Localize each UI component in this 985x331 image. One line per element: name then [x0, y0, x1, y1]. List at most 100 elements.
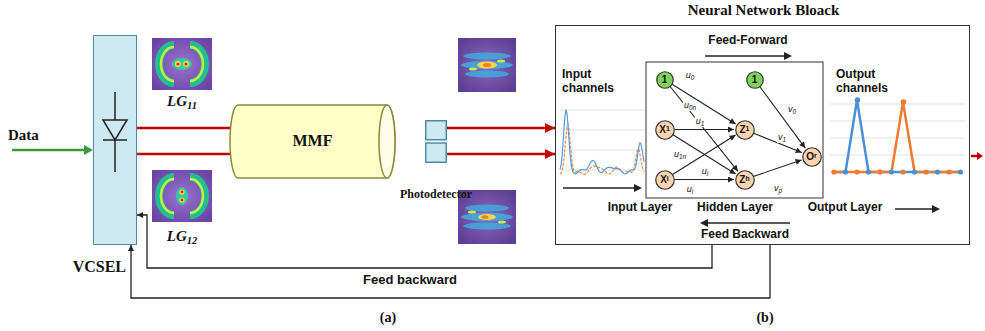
signal-plot — [854, 169, 859, 174]
flow-arrow — [705, 55, 786, 57]
flow-arrow — [932, 205, 940, 213]
signal-plot — [877, 169, 882, 174]
layer-label: Output Layer — [808, 201, 883, 215]
flow-label: Feed Backward — [701, 228, 789, 242]
signal-plot — [843, 169, 848, 174]
data-arrow — [84, 145, 93, 155]
speckle-image — [458, 38, 516, 92]
speckle-image — [463, 53, 511, 60]
subscript: i — [707, 170, 708, 177]
text-run: LG — [167, 228, 187, 244]
mode-image — [190, 45, 205, 83]
signal-plot — [958, 169, 963, 174]
neuron-circle: 1 — [746, 71, 764, 89]
mode-image — [183, 61, 189, 67]
diode-symbol — [114, 140, 116, 172]
text-run: v — [788, 104, 793, 114]
flow-arrow — [895, 208, 934, 210]
text-run: v — [778, 132, 783, 142]
speckle-image — [465, 205, 509, 212]
mode-image — [172, 58, 192, 70]
signal-plot — [889, 169, 894, 174]
layer-label: Input Layer — [608, 201, 673, 215]
subscript: i — [667, 175, 669, 183]
output-arrow — [971, 152, 983, 160]
mode-image — [181, 191, 184, 194]
optical-link — [447, 153, 555, 156]
subscript: 1n — [679, 153, 686, 160]
speckle-image — [458, 38, 516, 92]
neuron-circle: Z1 — [735, 120, 755, 140]
signal-plot — [831, 169, 836, 174]
text-run: u — [674, 149, 679, 159]
neuron-label: 1 — [746, 71, 764, 89]
weight-connection — [670, 87, 738, 172]
mode-image — [190, 177, 205, 215]
detector-outline — [425, 120, 447, 163]
subscript: 12 — [187, 235, 198, 246]
neuron-circle: Zh — [735, 170, 755, 190]
plot-title: Output channels — [836, 68, 916, 96]
subscript: 1 — [666, 125, 670, 133]
neuron-circle: Or — [802, 147, 822, 167]
subscript: i — [692, 188, 693, 195]
mode-image — [161, 179, 174, 213]
panel-label: (a) — [380, 310, 396, 326]
text-run: O — [806, 151, 814, 163]
mode-image — [190, 179, 203, 213]
subscript: h — [745, 175, 749, 183]
detector-cell — [426, 143, 447, 162]
neuron-circle: 1 — [656, 71, 674, 89]
mode-image — [179, 197, 184, 202]
subscript: 1 — [746, 125, 750, 133]
diode-symbol — [103, 92, 127, 172]
plot-title: Input channels — [562, 68, 634, 96]
output-arrow — [971, 155, 978, 158]
subscript: 0n — [689, 104, 696, 111]
flow-label: Feed-Forward — [708, 34, 787, 48]
cylinder-face — [379, 105, 395, 178]
subscript: r — [814, 152, 817, 160]
subscript: p — [778, 187, 782, 194]
mode-image — [159, 45, 174, 83]
speckle-image — [497, 60, 505, 63]
edge-label: Feed backward — [363, 273, 457, 288]
signal-plot — [834, 100, 961, 172]
subscript: 11 — [187, 100, 197, 111]
node-label: MMF — [230, 105, 395, 178]
neuron-fill — [735, 120, 754, 139]
text-run: Z — [739, 174, 745, 186]
signal-plot — [866, 169, 871, 174]
signal-name: Data — [8, 127, 39, 144]
connectors — [131, 84, 805, 298]
signal-plot — [900, 169, 905, 174]
flow-arrow — [634, 184, 642, 192]
data-arrow — [12, 149, 86, 152]
flow-arrow — [784, 52, 792, 60]
mode-image — [179, 189, 184, 194]
signal-plot — [830, 121, 965, 122]
neuron-fill — [802, 147, 821, 166]
mode-image — [152, 38, 212, 90]
signal-plot — [830, 104, 965, 105]
diode-symbol — [103, 139, 127, 141]
text-run: u — [696, 116, 701, 126]
weight-label: u0n — [683, 100, 697, 111]
weight-label: u0 — [685, 70, 696, 81]
text-run: X — [659, 124, 666, 136]
weight-label: vp — [773, 183, 783, 194]
flow-arrow — [563, 52, 940, 227]
feedback-line — [131, 245, 770, 298]
mode-image — [176, 187, 188, 205]
signal-plot — [923, 169, 928, 174]
panel-label: (b) — [756, 310, 773, 326]
neuron-circle: X1 — [655, 120, 675, 140]
signal-plot — [912, 169, 917, 174]
neuron-label: Z1 — [735, 120, 755, 140]
mode-image — [176, 62, 179, 65]
